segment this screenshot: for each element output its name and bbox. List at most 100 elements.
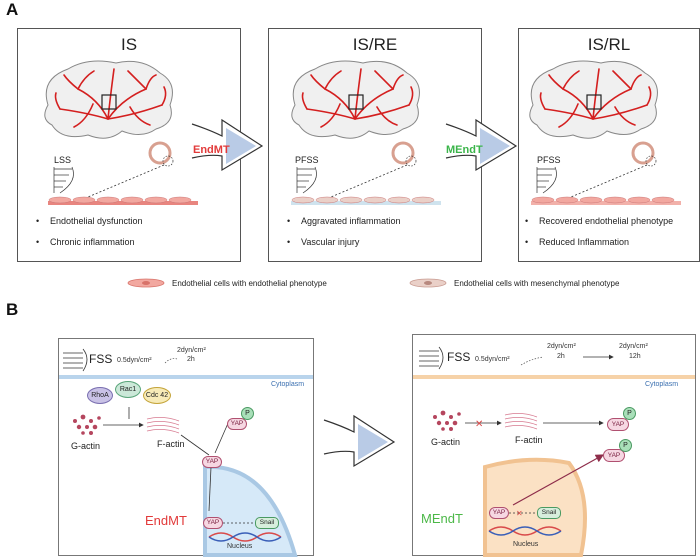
g-actin-label: G-actin	[431, 437, 461, 447]
yap-nuclear-node: YAP	[203, 517, 223, 529]
cdc42-node: Cdc 42	[143, 387, 171, 404]
shear-step2-label: 2dyn/cm²	[619, 343, 648, 350]
cerebral-vessels	[301, 68, 414, 128]
shear-start-label: 0.5dyn/cm²	[117, 357, 152, 364]
shear-start-label: 0.5dyn/cm²	[475, 356, 510, 363]
panel-a-letter: A	[6, 0, 19, 19]
bullet-item: Recovered endothelial phenotype	[525, 211, 673, 232]
endothelial-cell	[72, 196, 96, 204]
shear-step-label: 2dyn/cm²	[177, 347, 206, 354]
zoom-box	[586, 94, 602, 110]
stage-title: IS/RE	[352, 35, 398, 54]
endothelial-cell	[579, 196, 603, 204]
mendt-label: MEndT	[446, 144, 483, 156]
phosphate-node: P	[623, 407, 636, 420]
mendt-cell-box: ✕ ✕ FSS 0.5dyn/cm² 2dyn/cm² 2h 2dyn/cm² …	[412, 334, 696, 557]
nucleus-label: Nucleus	[513, 541, 539, 548]
endothelial-cell	[339, 196, 363, 204]
endothelial-cell	[315, 196, 339, 204]
stage-bullets: Recovered endothelial phenotype Reduced …	[525, 211, 673, 253]
endothelial-cell	[48, 196, 72, 204]
bullet-item: Endothelial dysfunction	[36, 211, 143, 232]
panel-b-letter: B	[6, 300, 19, 319]
transition-arrow	[323, 414, 396, 468]
zoom-box	[348, 94, 364, 110]
vessel-cross-section-icon	[148, 141, 172, 165]
mendt-process-label: MEndT	[421, 511, 463, 526]
stage-title: IS	[120, 35, 138, 54]
flow-label: PFSS	[295, 155, 319, 165]
zoom-box	[101, 94, 117, 110]
vessel-cross-section-icon	[631, 141, 655, 165]
vessel-cross-section-icon	[391, 141, 415, 165]
svg-text:✕: ✕	[475, 419, 483, 430]
vessel-wall	[291, 201, 441, 205]
shear-step-time: 2h	[187, 356, 195, 363]
phosphate-node: P	[241, 407, 254, 420]
phosphate-node: P	[619, 439, 632, 452]
stage-isre-illustration	[291, 60, 441, 205]
legend-label: Endothelial cells with mesenchymal pheno…	[454, 279, 620, 288]
bullet-item: Chronic inflammation	[36, 232, 143, 253]
snail-gene-node: Snail	[537, 507, 561, 519]
shear-step1-label: 2dyn/cm²	[547, 343, 576, 350]
endothelial-cell	[291, 196, 315, 204]
endothelial-cell	[531, 196, 555, 204]
brain-icon	[44, 60, 173, 139]
stage-isrl-box: IS/RL PFSS Recovered endothelial phenoty…	[518, 28, 700, 262]
endothelial-cell	[387, 196, 411, 204]
stage-title: IS/RL	[587, 35, 631, 54]
g-actin-label: G-actin	[71, 441, 101, 451]
flow-profile-icon	[536, 166, 557, 194]
endothelial-cell	[651, 196, 675, 204]
endothelial-cell	[144, 196, 168, 204]
snail-gene-node: Snail	[255, 517, 279, 529]
nucleus-label: Nucleus	[227, 543, 253, 550]
endothelial-cell	[96, 196, 120, 204]
endmt-arrow	[191, 118, 264, 172]
endothelial-cell	[555, 196, 579, 204]
stage-bullets: Aggravated inflammation Vascular injury	[287, 211, 401, 253]
endmt-label: EndMT	[193, 144, 230, 156]
shear-step2-time: 12h	[629, 353, 641, 360]
fss-label: FSS	[447, 350, 471, 364]
stage-bullets: Endothelial dysfunction Chronic inflamma…	[36, 211, 143, 253]
vessel-wall	[48, 201, 198, 205]
rhoa-node: RhoA	[87, 387, 113, 404]
f-actin-label: F-actin	[157, 439, 185, 449]
cytoplasm-label: Cytoplasm	[645, 381, 679, 388]
legend-endothelial-cell-icon	[127, 278, 165, 288]
endothelial-cell	[603, 196, 627, 204]
f-actin-label: F-actin	[515, 435, 543, 445]
endothelial-cell	[411, 196, 435, 204]
brain-icon	[529, 60, 658, 139]
flow-label: LSS	[54, 155, 72, 165]
flow-label: PFSS	[537, 155, 561, 165]
bullet-item: Reduced Inflammation	[525, 232, 673, 253]
yap-nuclear-node: YAP	[489, 507, 509, 519]
yap-phospho-node: YAP	[607, 418, 629, 431]
endmt-process-label: EndMT	[145, 513, 187, 528]
vessel-wall	[531, 201, 681, 205]
rac1-node: Rac1	[115, 381, 141, 398]
endothelial-cell	[168, 196, 192, 204]
stage-isrl-illustration	[529, 60, 681, 205]
fss-label: FSS	[89, 352, 113, 366]
stage-is-illustration	[44, 60, 198, 205]
endothelial-cell	[120, 196, 144, 204]
cerebral-vessels	[539, 68, 652, 128]
yap-exported-node: YAP	[603, 449, 625, 462]
cerebral-vessels	[54, 68, 167, 128]
mendt-arrow	[445, 118, 518, 172]
shear-step1-time: 2h	[557, 353, 565, 360]
endothelial-cell	[363, 196, 387, 204]
endothelial-cell	[627, 196, 651, 204]
yap-phospho-node: YAP	[227, 418, 247, 430]
yap-cytoplasm-node: YAP	[202, 456, 222, 468]
flow-profile-icon	[296, 166, 317, 194]
bullet-item: Vascular injury	[287, 232, 401, 253]
svg-text:✕: ✕	[516, 509, 523, 518]
legend-label: Endothelial cells with endothelial pheno…	[172, 279, 327, 288]
mendt-cell-illustration: ✕ ✕	[413, 346, 695, 557]
flow-profile-icon	[53, 166, 74, 194]
